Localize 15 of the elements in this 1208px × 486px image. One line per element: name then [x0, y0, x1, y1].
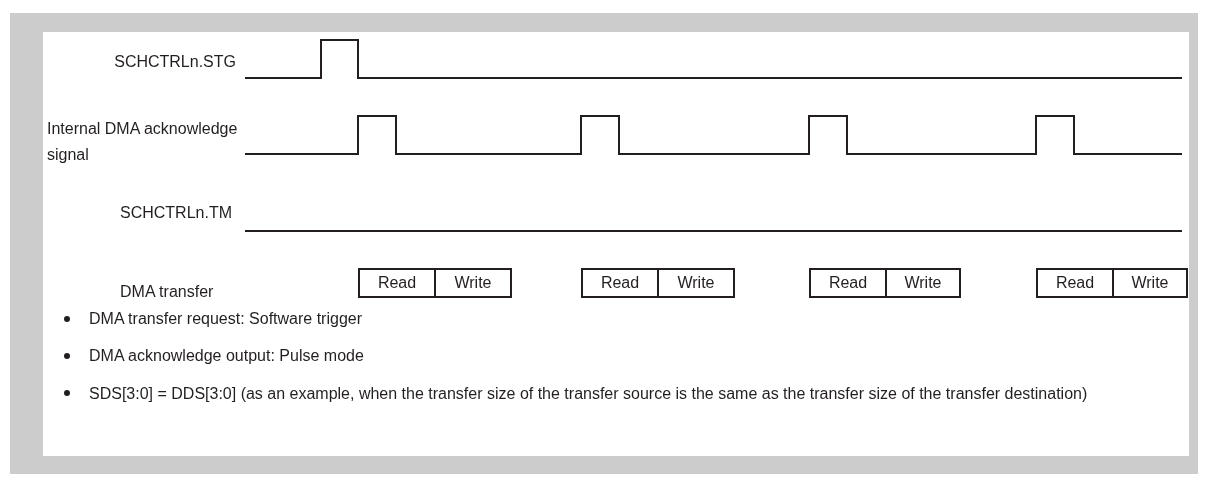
transfer-box: Write [885, 268, 961, 298]
transfer-box: Read [358, 268, 436, 298]
transfer-box: Write [434, 268, 512, 298]
transfer-box: Write [1112, 268, 1188, 298]
transfer-box: Read [581, 268, 659, 298]
bullet-text: DMA transfer request: Software trigger [89, 309, 362, 328]
row-label: DMA transfer [120, 282, 214, 301]
signal-name: SCHCTRLn.STG [114, 52, 236, 71]
bullet-text: SDS[3:0] = DDS[3:0] (as an example, when the transfer size of the transfer source is the same as the transfer size of the transfer destination) [89, 384, 1089, 404]
transfer-box: Read [809, 268, 887, 298]
signal-name: Internal DMA acknowledge signal [47, 119, 239, 165]
transfer-box: Write [657, 268, 735, 298]
transfer-box: Read [1036, 268, 1114, 298]
bullet-text: DMA acknowledge output: Pulse mode [89, 346, 364, 365]
signal-name: SCHCTRLn.TM [120, 203, 232, 222]
